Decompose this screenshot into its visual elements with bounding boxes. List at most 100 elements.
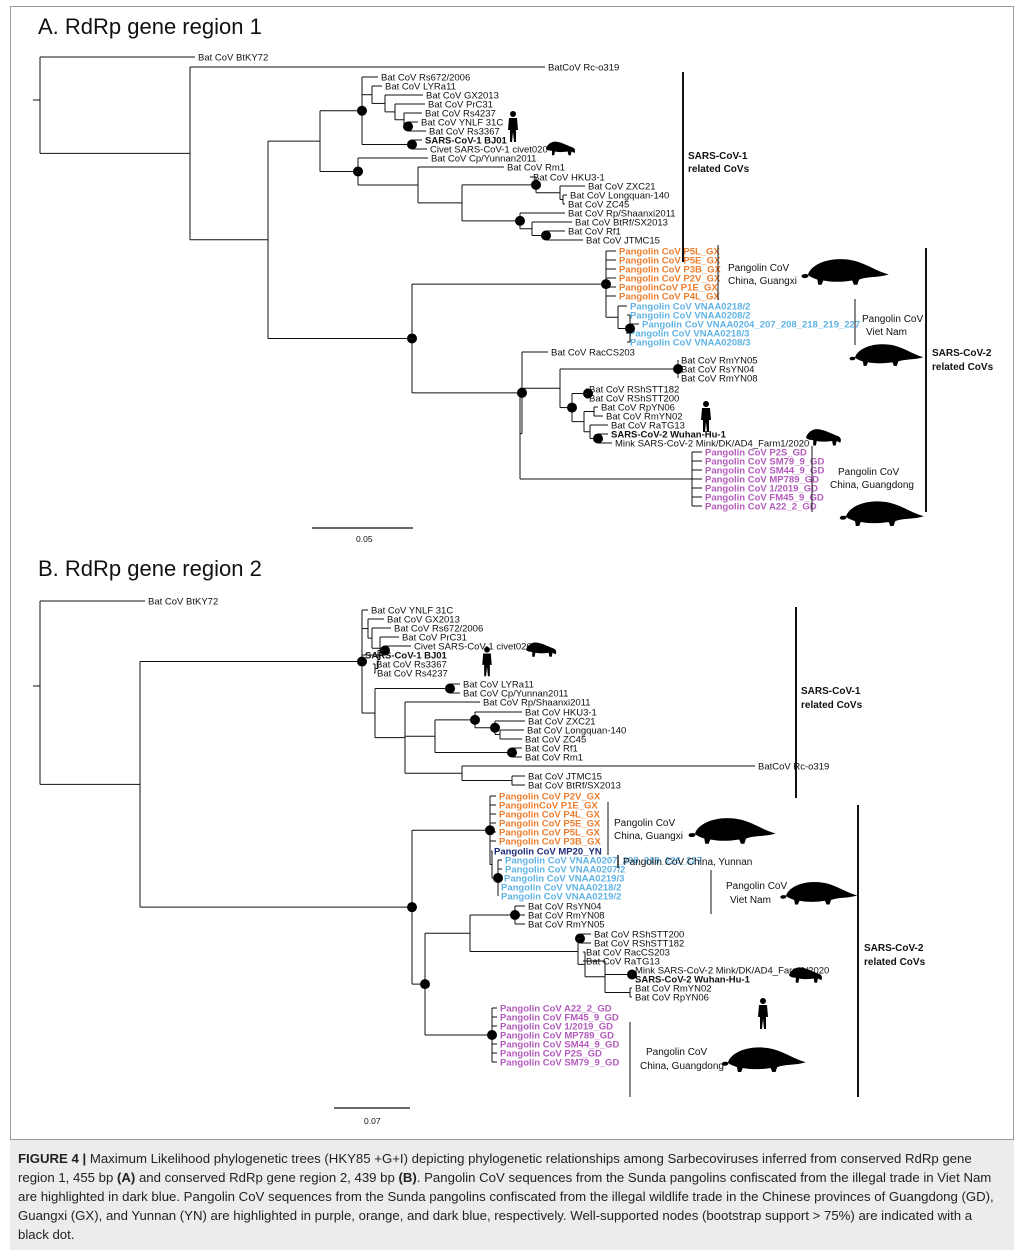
leaf-label: Mink SARS-CoV-2 Mink/DK/AD4_Farm1/2020: [615, 439, 809, 450]
figure-caption: FIGURE 4 | Maximum Likelihood phylogenet…: [10, 1140, 1014, 1250]
clade-label: China, Guangxi: [728, 276, 797, 287]
leaf-label: Bat CoV RsYN04: [528, 902, 601, 913]
leaf-label: Pangolin CoV P2V_GX: [619, 274, 721, 285]
leaf-label: Bat CoV Rs3367: [376, 660, 447, 671]
leaf-label: Bat CoV Rs4237: [377, 669, 448, 680]
leaf-label: Pangolin CoV P5L_GX: [619, 247, 720, 258]
leaf-label: Bat CoV RShSTT200: [589, 394, 679, 405]
pangolin-icon: [688, 818, 776, 844]
leaf-label: Bat CoV HKU3-1: [525, 708, 597, 719]
civet-icon: [526, 642, 557, 657]
leaf-label: Pangolin CoV VNAA0207_208_218_226_227: [505, 856, 702, 867]
pangolin-icon: [849, 344, 924, 366]
pangolin-icon: [839, 501, 924, 527]
leaf-label: Bat CoV RpYN06: [635, 993, 709, 1004]
leaf-label: Bat CoV Rf1: [568, 227, 621, 238]
human-icon: [701, 401, 711, 432]
leaf-label: SARS-CoV-2 Wuhan-Hu-1: [611, 430, 727, 441]
leaf-label: BatCoV Rc-o319: [548, 63, 619, 74]
leaf-label: Pangolin CoV 1/2019_GD: [500, 1022, 613, 1033]
leaf-label: Pangolin CoV MP20_YN: [494, 847, 602, 858]
clade-label: SARS-CoV-2: [932, 348, 992, 359]
leaf-label: Bat CoV RacCS203: [586, 948, 670, 959]
clade-label: China, Guangdong: [640, 1061, 724, 1072]
figure-frame: [10, 6, 1014, 1140]
leaf-label: Bat CoV RsYN04: [681, 365, 754, 376]
leaf-label: Pangolin CoV A22_2_GD: [500, 1004, 612, 1015]
leaf-label: BatCoV Rc-o319: [758, 762, 829, 773]
pangolin-icon: [801, 259, 889, 285]
clade-label: related CoVs: [688, 164, 750, 175]
caption-text-3: . Pangolin CoV sequences from the Sunda …: [18, 1170, 994, 1242]
leaf-label: Bat CoV LYRa11: [463, 680, 534, 691]
leaf-label: Pangolin CoV VNAA0218/2: [501, 883, 621, 894]
clade-label: SARS-CoV-1: [688, 151, 748, 162]
clade-label: Pangolin CoV: [862, 314, 923, 325]
leaf-label: Pangolin CoV SM44_9_GD: [500, 1040, 619, 1051]
leaf-label: SARS-CoV-1 BJ01: [425, 136, 508, 147]
caption-figure-label: FIGURE 4 |: [18, 1151, 87, 1166]
leaf-label: Bat CoV RmYN05: [681, 356, 758, 367]
leaf-label: Bat CoV BtKY72: [198, 53, 268, 64]
leaf-label: Bat CoV ZC45: [525, 735, 586, 746]
leaf-label: Pangolin CoV VNAA0219/3: [504, 874, 624, 885]
leaf-label: Bat CoV GX2013: [426, 91, 499, 102]
clade-label: Pangolin CoV: [838, 467, 899, 478]
leaf-label: Pangolin CoV P4L_GX: [619, 292, 720, 303]
leaf-label: Bat CoV Rm1: [525, 753, 583, 764]
leaf-label: Pangolin CoV P5L_GX: [499, 828, 600, 839]
leaf-label: Pangolin CoV MP789_GD: [500, 1031, 614, 1042]
leaf-label: Pangolin CoV VNAA0207/2: [505, 865, 625, 876]
leaf-label: Pangolin CoV P2S_GD: [500, 1049, 602, 1060]
leaf-label: Bat CoV JTMC15: [586, 236, 660, 247]
leaf-label: SARS-CoV-1 BJ01: [365, 651, 448, 662]
leaf-label: Bat CoV PrC31: [428, 100, 493, 111]
caption-text-2: and conserved RdRp gene region 2, 439 bp: [135, 1170, 399, 1185]
leaf-label: Bat CoV RmYN02: [606, 412, 683, 423]
leaf-label: SARS-CoV-2 Wuhan-Hu-1: [635, 975, 751, 986]
panel-b-title: B. RdRp gene region 2: [38, 556, 262, 581]
leaf-label: Bat CoV Rs4237: [425, 109, 496, 120]
scale-bar-label: 0.05: [356, 534, 373, 544]
leaf-label: Bat CoV Cp/Yunnan2011: [431, 154, 536, 165]
leaf-label: Bat CoV ZXC21: [588, 182, 656, 193]
clade-label: Pangolin CoV: [614, 818, 675, 829]
leaf-label: Pangolin CoV P5E_GX: [619, 256, 721, 267]
leaf-label: Pangolin CoV P2S_GD: [705, 448, 807, 459]
clade-label: SARS-CoV-1: [801, 686, 861, 697]
clade-label: Viet Nam: [730, 895, 771, 906]
leaf-label: Bat CoV HKU3-1: [533, 173, 605, 184]
leaf-label: Bat CoV BtRf/SX2013: [528, 781, 621, 792]
clade-label: Pangolin CoV: [726, 881, 787, 892]
human-icon: [508, 111, 518, 142]
leaf-label: Bat CoV BtKY72: [148, 597, 218, 608]
clade-label: related CoVs: [864, 957, 926, 968]
leaf-label: Bat CoV PrC31: [402, 633, 467, 644]
leaf-label: Pangolin CoV FM45_9_GD: [500, 1013, 619, 1024]
leaf-label: Pangolin CoV SM79_9_GD: [500, 1058, 619, 1069]
leaf-label: Pangolin CoV VNAA0204_207_208_218_219_22…: [642, 320, 860, 331]
pangolin-icon: [721, 1047, 806, 1073]
civet-icon: [546, 141, 576, 156]
caption-ref-a: (A): [116, 1170, 136, 1185]
human-icon: [758, 998, 768, 1029]
leaf-label: Bat CoV RmYN05: [528, 920, 605, 931]
leaf-label: Bat CoV RpYN06: [601, 403, 675, 414]
human-icon: [482, 646, 492, 677]
mink-icon: [789, 967, 822, 983]
leaf-label: Bat CoV ZXC21: [528, 717, 596, 728]
leaf-label: Bat CoV Rm1: [507, 163, 565, 174]
leaf-label: Bat CoV YNLF 31C: [421, 118, 503, 129]
leaf-label: Bat CoV RShSTT200: [594, 930, 684, 941]
leaf-label: Civet SARS-CoV-1 civet020: [414, 642, 532, 653]
leaf-label: Pangolin CoV SM79_9_GD: [705, 457, 824, 468]
leaf-label: Bat CoV LYRa11: [385, 82, 456, 93]
scale-bar-label: 0.07: [364, 1116, 381, 1126]
leaf-label: Pangolin CoV VNAA0218/2: [630, 302, 750, 313]
leaf-label: Pangolin CoV P3B_GX: [499, 837, 602, 848]
clade-label: related CoVs: [801, 700, 863, 711]
leaf-label: Bat CoV RmYN08: [528, 911, 605, 922]
leaf-label: PangolinCoV P1E_GX: [619, 283, 718, 294]
